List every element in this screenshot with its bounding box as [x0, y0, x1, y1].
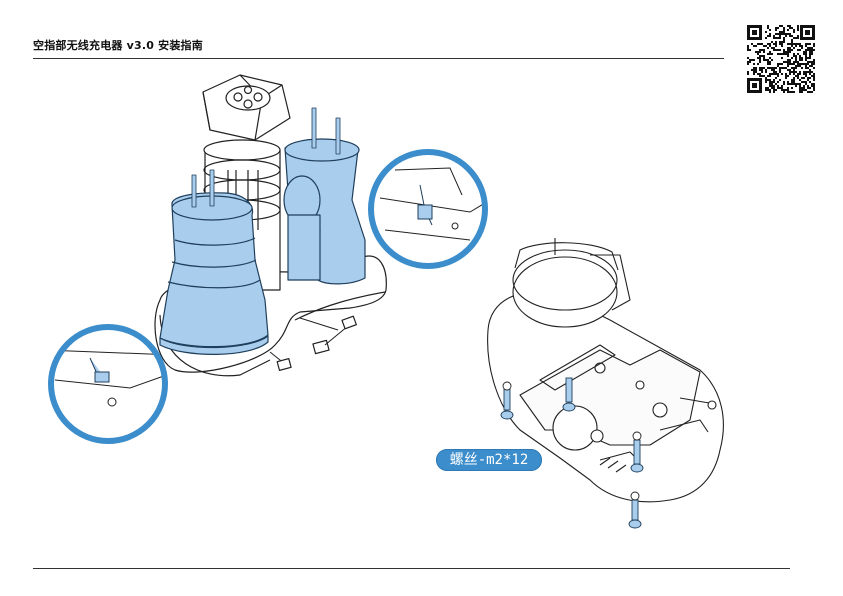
header-divider [33, 58, 724, 59]
screw-icon [562, 377, 576, 412]
screw-group [500, 377, 644, 529]
cable-connector [269, 315, 357, 371]
motor-drum [512, 256, 618, 328]
screw-icon [628, 499, 642, 529]
screw-icon [500, 387, 514, 420]
qr-code-icon [747, 25, 815, 93]
left-detail-magnifier [48, 324, 168, 444]
left-blue-cup [159, 192, 269, 348]
right-detail-magnifier [368, 149, 488, 269]
charger-base-assembly [154, 74, 387, 377]
footer-divider [33, 568, 790, 569]
document-title: 空指部无线充电器 v3.0 安装指南 [33, 39, 203, 52]
screw-spec-callout: 螺丝-m2*12 [436, 449, 542, 471]
bottom-housing-assembly [487, 238, 724, 503]
